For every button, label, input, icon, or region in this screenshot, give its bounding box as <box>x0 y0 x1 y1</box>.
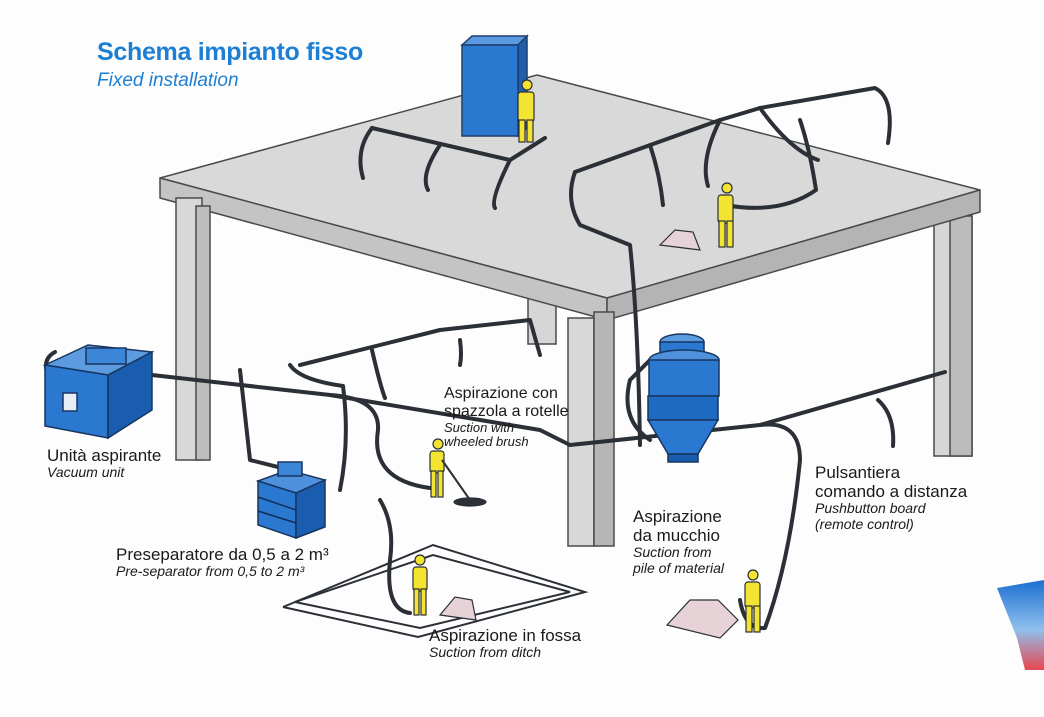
label-preseparator-en: Pre-separator from 0,5 to 2 m³ <box>116 563 305 580</box>
label-ditch-en: Suction from ditch <box>429 644 542 661</box>
label-brush: Aspirazione con spazzola a rotelle Sucti… <box>444 385 569 450</box>
worker-rooftop <box>517 79 535 143</box>
ditch-outline <box>282 543 589 639</box>
brand-logo <box>997 580 1044 670</box>
label-ditch-it: Aspirazione in fossa <box>429 626 582 645</box>
worker-brush <box>429 438 487 507</box>
front-columns <box>175 197 615 547</box>
label-brush-it-2: spazzola a rotelle <box>444 402 569 420</box>
label-pile-en-1: Suction from <box>633 544 712 561</box>
label-ditch: Aspirazione in fossa Suction from ditch <box>429 626 581 661</box>
page-title: Schema impianto fisso <box>97 38 363 66</box>
top-cabinet <box>460 34 529 138</box>
worker-pile <box>665 569 761 639</box>
worker-upper-right <box>658 182 734 251</box>
label-pushbutton-it-1: Pulsantiera <box>815 463 901 482</box>
page-subtitle: Fixed installation <box>97 70 239 91</box>
label-pile-it-1: Aspirazione <box>633 507 722 526</box>
label-pushbutton-en-1: Pushbutton board <box>815 500 926 517</box>
label-pile-it-2: da mucchio <box>633 526 720 546</box>
label-pile: Aspirazione da mucchio Suction from pile… <box>633 507 724 576</box>
vacuum-unit <box>42 344 155 440</box>
pipe-network-lower <box>44 318 947 631</box>
label-preseparator: Preseparatore da 0,5 a 2 m³ Pre-separato… <box>116 545 329 580</box>
preseparator-unit <box>255 461 328 540</box>
worker-ditch <box>412 554 477 621</box>
label-pile-en-2: pile of material <box>633 559 725 576</box>
label-vacuum-unit-it: Unità aspirante <box>47 446 162 465</box>
label-brush-en-1: Suction with <box>444 419 515 435</box>
label-pushbutton: Pulsantiera comando a distanza Pushbutto… <box>815 463 967 532</box>
label-vacuum-unit: Unità aspirante Vacuum unit <box>47 446 161 481</box>
label-pushbutton-en-2: (remote control) <box>815 515 914 532</box>
label-brush-en-2: wheeled brush <box>444 434 529 450</box>
pipe-network-upper <box>358 86 892 447</box>
label-brush-it-1: Aspirazione con <box>444 385 558 402</box>
label-preseparator-it: Preseparatore da 0,5 a 2 m³ <box>116 545 329 564</box>
label-pushbutton-it-2: comando a distanza <box>815 482 968 502</box>
label-vacuum-unit-en: Vacuum unit <box>47 464 125 481</box>
cyclone-separator <box>646 333 720 463</box>
